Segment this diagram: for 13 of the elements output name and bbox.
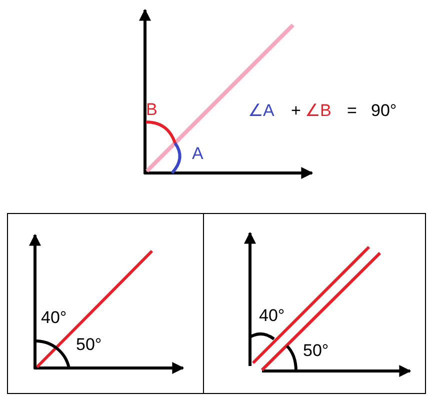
- angle-term: ∠B: [305, 102, 332, 119]
- plus-sign: +: [291, 102, 301, 119]
- angle-label: B: [146, 101, 158, 118]
- diagram-panel: [7, 213, 204, 394]
- angle-term: ∠A: [248, 102, 274, 119]
- angle-value: 50°: [303, 342, 329, 359]
- angle-value: 40°: [41, 309, 67, 326]
- angle-value: 50°: [76, 336, 102, 353]
- diagram-panel: [203, 213, 426, 394]
- angle-label: A: [192, 145, 204, 162]
- angle-value: 90°: [371, 102, 397, 119]
- equals-sign: =: [347, 102, 357, 119]
- angle-value: 40°: [259, 307, 285, 324]
